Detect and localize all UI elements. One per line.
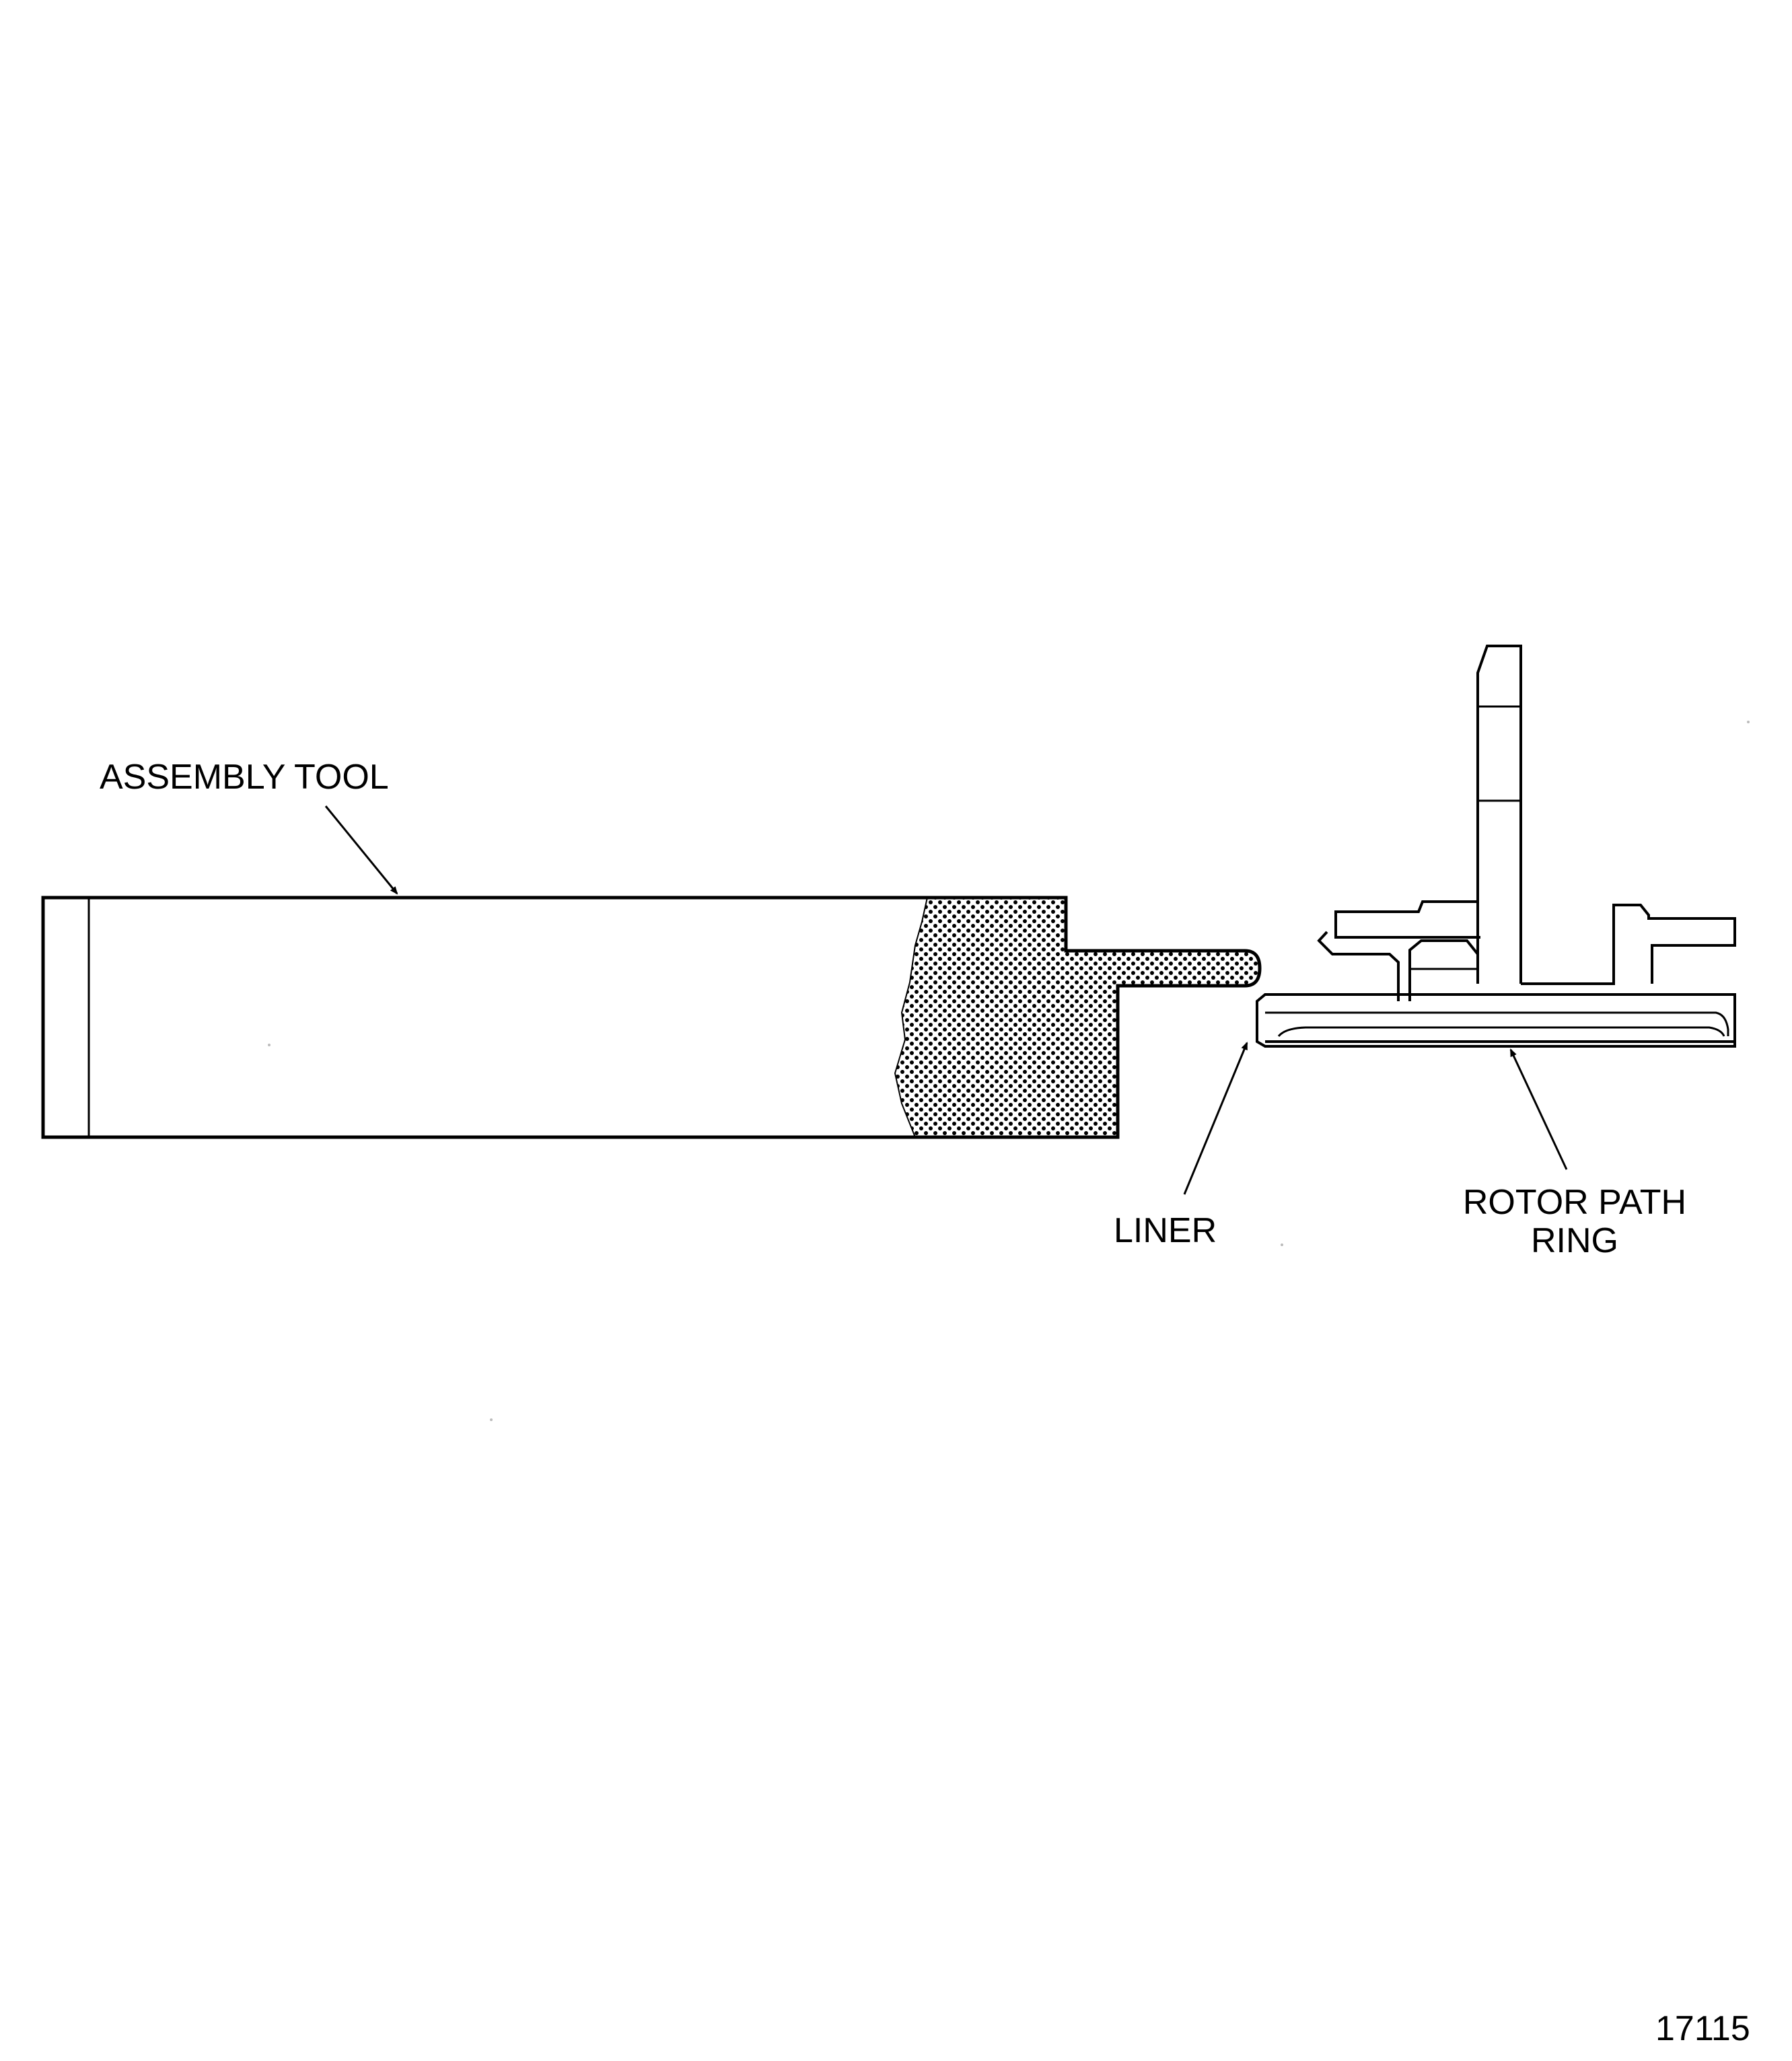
left-housing [1334,900,1480,939]
figure-number: 17115 [1655,2009,1750,2048]
liner-strip [1265,1011,1729,1036]
clip-inner-channel [1408,939,1479,1001]
assembly-tool-cutaway-section [895,898,1260,1137]
liner-arrow [1183,1042,1248,1195]
leader-lines [324,805,1568,1195]
rotor-path-ring [1256,993,1736,1048]
vertical-flange [1476,645,1522,984]
rotor-path-ring-arrow [1509,1048,1568,1170]
assembly-tool-label: ASSEMBLY TOOL [100,758,389,797]
assembly-tool [41,896,1262,1139]
clip-hook [1317,931,1400,1001]
rotor-path-ring-label-line1: ROTOR PATH [1462,1183,1687,1222]
assembly-tool-break-edge [894,897,928,1138]
right-housing-step [1521,904,1736,985]
liner-label: LINER [1114,1211,1217,1250]
scan-specks [268,721,1750,1421]
assembly-tool-outline [41,896,1262,1139]
assembly-tool-arrow [324,805,398,895]
rotor-path-ring-label-line2: RING [1531,1221,1618,1260]
rotor-assembly [1256,645,1736,1048]
ring-groove [1277,1026,1725,1038]
